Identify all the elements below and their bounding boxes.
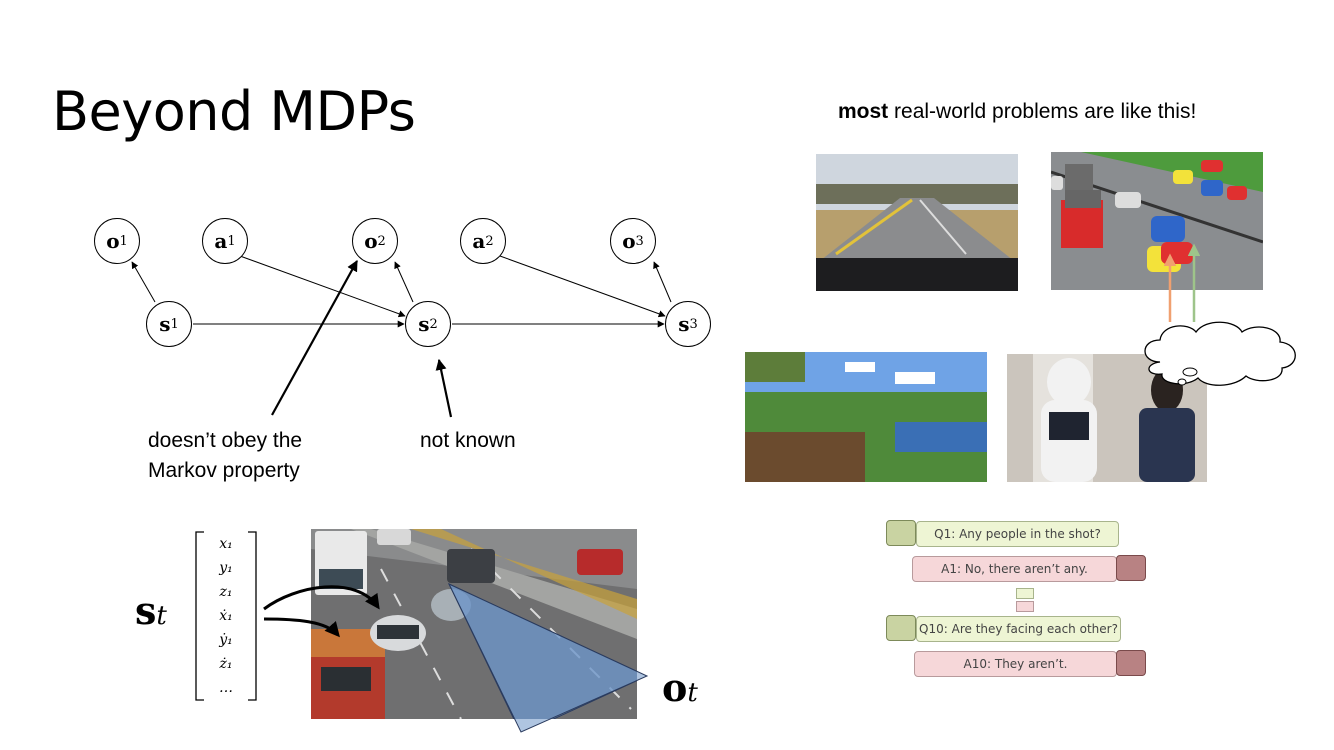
headline-rest: real-world problems are like this!	[888, 100, 1197, 123]
vector-to-image-arrows	[263, 585, 380, 638]
annotation-markov: doesn’t obey the Markov property	[148, 426, 302, 486]
answerer-bot-icon	[1116, 555, 1146, 581]
state-symbol: st	[135, 588, 167, 633]
fov-wedge-overflow	[448, 584, 649, 733]
vector-entry: ẋ₁	[219, 608, 233, 624]
annotation-not-known: not known	[420, 429, 516, 452]
dialog-q10: Q10: Are they facing each other?	[916, 616, 1121, 642]
observation-symbol: ot	[662, 665, 698, 710]
driving-view-photo	[816, 154, 1018, 291]
annotation-arrow-markov	[271, 260, 358, 416]
annotation-markov-line2: Markov property	[148, 459, 300, 482]
annotation-arrow-not-known	[435, 358, 453, 418]
slide-title: Beyond MDPs	[52, 80, 416, 143]
vector-entry: …	[219, 680, 233, 696]
dialog-a10: A10: They aren’t.	[914, 651, 1117, 677]
vector-entry: ż₁	[219, 656, 233, 672]
thought-bubbles	[1177, 367, 1198, 386]
vector-brackets	[195, 531, 257, 701]
vector-entry: y₁	[219, 560, 233, 576]
edge-a2-s3	[499, 255, 666, 318]
dialog-a1: A1: No, there aren’t any.	[912, 556, 1117, 582]
minecraft-photo	[745, 352, 987, 482]
ellipsis-question-marker	[1016, 588, 1034, 599]
edge-s2-o2	[394, 261, 414, 303]
questioner-bot-icon	[886, 520, 916, 546]
edge-a1-s2	[239, 255, 406, 318]
edge-s1-o1	[131, 261, 156, 303]
headline-bold: most	[838, 100, 889, 123]
thought-arrows	[1163, 243, 1200, 322]
questioner-bot-icon	[886, 615, 916, 641]
thought-cloud	[1144, 321, 1296, 386]
cartoon-traffic-photo	[1051, 152, 1263, 290]
vector-entry: z₁	[219, 584, 233, 600]
state-vector: x₁ y₁ z₁ ẋ₁ ẏ₁ ż₁ …	[196, 532, 256, 700]
answerer-bot-icon	[1116, 650, 1146, 676]
vector-entry: x₁	[219, 536, 233, 552]
vector-entry: ẏ₁	[219, 632, 233, 648]
headline: most real-world problems are like this!	[838, 100, 1196, 124]
ellipsis-answer-marker	[1016, 601, 1034, 612]
edge-s3-o3	[653, 261, 672, 303]
dialog-q1: Q1: Any people in the shot?	[916, 521, 1119, 547]
annotation-markov-line1: doesn’t obey the	[148, 429, 303, 452]
